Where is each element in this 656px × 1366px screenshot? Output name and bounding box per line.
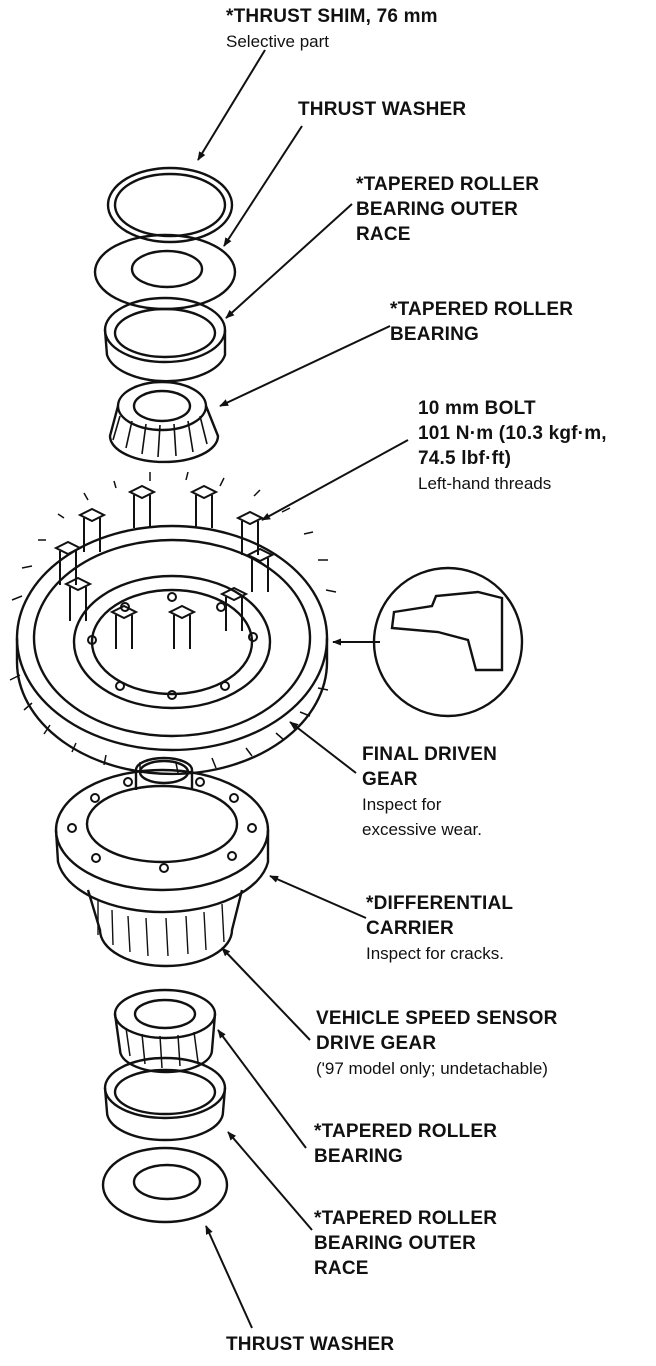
- bolt-line1: 10 mm BOLT: [418, 398, 536, 419]
- thrust-washer-top-title: THRUST WASHER: [298, 99, 467, 120]
- thrust-shim-title: *THRUST SHIM, 76 mm: [226, 6, 438, 27]
- differential-carrier-part: [54, 756, 270, 968]
- outer-race-top-label: *TAPERED ROLLER BEARING OUTER RACE: [356, 172, 539, 247]
- carrier-note: Inspect for cracks.: [366, 944, 504, 963]
- outer-race-top-line3: RACE: [356, 224, 411, 245]
- final-gear-line2: GEAR: [362, 769, 418, 790]
- outer-race-top-part: [103, 296, 227, 383]
- leader-bolt: [261, 439, 409, 521]
- thrust-shim-part: [106, 166, 234, 244]
- vss-gear-note: ('97 model only; undetachable): [316, 1059, 548, 1078]
- outer-race-top-line1: *TAPERED ROLLER: [356, 174, 540, 195]
- thrust-shim-note: Selective part: [226, 32, 329, 51]
- final-gear-note2: excessive wear.: [362, 820, 482, 839]
- leader-carrier: [269, 875, 367, 919]
- bolt-line3: 74.5 lbf·ft): [418, 448, 512, 469]
- final-gear-label: FINAL DRIVEN GEAR Inspect for excessive …: [362, 742, 497, 842]
- outer-race-bottom-label: *TAPERED ROLLER BEARING OUTER RACE: [314, 1206, 497, 1281]
- thrust-washer-bottom-title: THRUST WASHER: [226, 1334, 395, 1355]
- vss-gear-line2: DRIVE GEAR: [316, 1033, 437, 1054]
- leader-thrust-shim: [197, 49, 266, 161]
- bearing-top-part: [108, 380, 220, 464]
- final-gear-line1: FINAL DRIVEN: [362, 744, 498, 765]
- outer-race-bottom-line3: RACE: [314, 1258, 369, 1279]
- leader-outer-race-top: [225, 203, 353, 319]
- bearing-bottom-line2: BEARING: [314, 1146, 404, 1167]
- bearing-top-label: *TAPERED ROLLER BEARING: [390, 297, 573, 347]
- bearing-bottom-part: [113, 988, 217, 1074]
- leader-bearing-bottom: [217, 1029, 307, 1149]
- leader-thrust-washer-top: [223, 125, 303, 247]
- leader-final-gear: [289, 721, 357, 774]
- bolt-label: 10 mm BOLT 101 N·m (10.3 kgf·m, 74.5 lbf…: [418, 396, 607, 496]
- carrier-label: *DIFFERENTIAL CARRIER Inspect for cracks…: [366, 891, 513, 966]
- final-gear-note1: Inspect for: [362, 795, 442, 814]
- leader-thrust-washer-bottom: [205, 1225, 253, 1329]
- vss-gear-label: VEHICLE SPEED SENSOR DRIVE GEAR ('97 mod…: [316, 1006, 558, 1081]
- bolt-line2: 101 N·m (10.3 kgf·m,: [418, 423, 607, 444]
- leader-outer-race-bottom: [227, 1131, 313, 1231]
- bolt-thread-detail: [372, 566, 524, 718]
- thrust-washer-bottom-part: [101, 1146, 229, 1224]
- bearing-top-line2: BEARING: [390, 324, 480, 345]
- bearing-top-line1: *TAPERED ROLLER: [390, 299, 574, 320]
- final-driven-gear-part: [9, 471, 337, 776]
- outer-race-bottom-line2: BEARING OUTER: [314, 1233, 476, 1254]
- thrust-shim-label: *THRUST SHIM, 76 mm Selective part: [226, 4, 438, 54]
- thrust-washer-bottom-label: THRUST WASHER: [226, 1332, 394, 1357]
- outer-race-top-line2: BEARING OUTER: [356, 199, 518, 220]
- bearing-bottom-line1: *TAPERED ROLLER: [314, 1121, 498, 1142]
- carrier-line2: CARRIER: [366, 918, 454, 939]
- outer-race-bottom-line1: *TAPERED ROLLER: [314, 1208, 498, 1229]
- bearing-bottom-label: *TAPERED ROLLER BEARING: [314, 1119, 497, 1169]
- leader-bearing-top: [219, 325, 391, 407]
- vss-gear-line1: VEHICLE SPEED SENSOR: [316, 1008, 558, 1029]
- outer-race-bottom-part: [103, 1056, 227, 1142]
- leader-vss-gear: [221, 947, 311, 1041]
- thrust-washer-top-label: THRUST WASHER: [298, 97, 466, 122]
- carrier-line1: *DIFFERENTIAL: [366, 893, 514, 914]
- bolt-note: Left-hand threads: [418, 474, 552, 493]
